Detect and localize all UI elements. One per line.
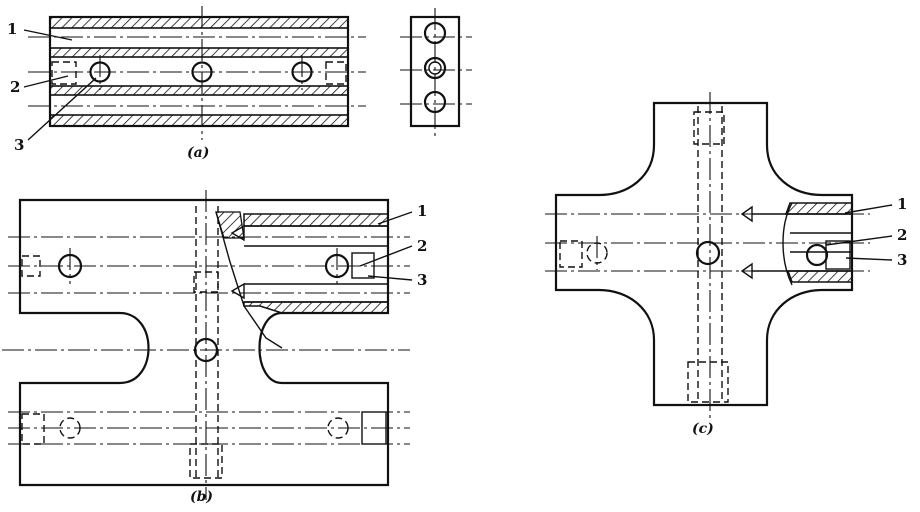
plug-a-right	[325, 61, 347, 85]
callout-c-3: 3	[897, 251, 908, 269]
side-hole-mid	[423, 56, 447, 80]
figure-a-side-view	[400, 8, 472, 136]
figure-a-front-view	[23, 6, 366, 141]
hole-b-center	[193, 337, 219, 363]
plug-a-left	[51, 61, 77, 85]
callout-c-2: 2	[897, 226, 908, 244]
callout-b-2: 2	[417, 237, 428, 255]
bottom-wall-hatch	[49, 114, 349, 127]
hole-a-right	[291, 61, 313, 83]
body-outline-b	[18, 198, 390, 487]
callout-a-1: 1	[7, 20, 18, 38]
hole-a-mid	[191, 61, 213, 83]
caption-c: (c)	[692, 421, 714, 437]
caption-b: (b)	[190, 489, 214, 505]
callout-a-2: 2	[10, 78, 21, 96]
figure-b-view	[2, 190, 413, 500]
caption-a: (a)	[187, 145, 210, 161]
hole-c-right	[805, 243, 829, 267]
figure-c-view	[545, 92, 893, 420]
callout-b-3: 3	[417, 271, 428, 289]
callout-c-1: 1	[897, 195, 908, 213]
callout-a-3: 3	[14, 136, 25, 154]
hole-a-left	[89, 61, 111, 83]
hole-c-center	[695, 240, 721, 266]
side-hole-top	[423, 21, 447, 45]
lower-channel-hatch	[49, 85, 349, 96]
upper-channel-hatch	[49, 47, 349, 58]
body-outline-c	[554, 101, 854, 407]
callout-b-1: 1	[417, 202, 428, 220]
top-wall-hatch	[49, 16, 349, 29]
side-hole-bottom	[423, 90, 447, 114]
